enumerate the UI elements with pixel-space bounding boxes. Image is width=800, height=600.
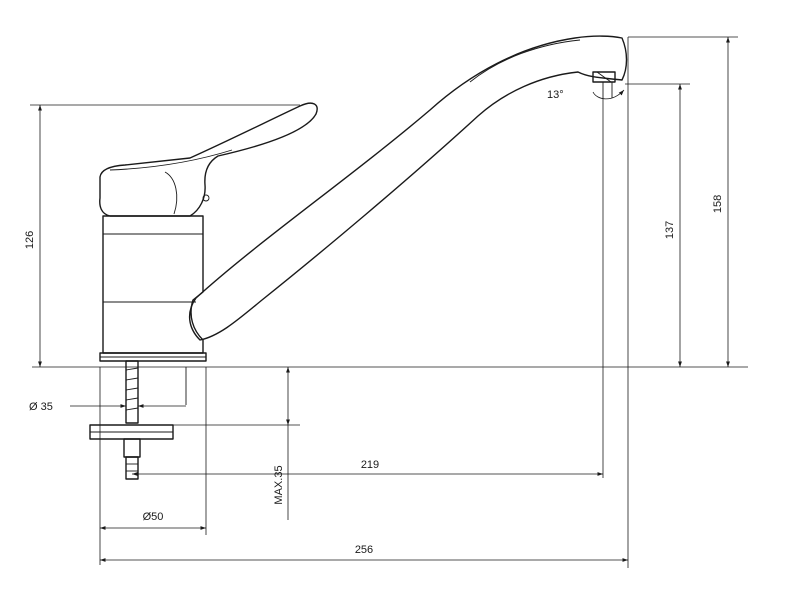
label-hole-diameter: Ø 35 — [29, 401, 53, 413]
faucet-body — [99, 215, 207, 362]
label-body-height: 126 — [24, 231, 36, 249]
dim-spout-reach: 219 — [132, 98, 604, 478]
body-cylinder — [102, 215, 204, 354]
nut — [123, 438, 141, 458]
rod-end — [125, 456, 139, 480]
dim-overall-height: 158 — [628, 36, 738, 367]
dim-outlet-height: 137 — [625, 83, 690, 367]
dim-hole-diameter: Ø 35 — [29, 401, 186, 413]
threaded-rod — [125, 360, 139, 424]
label-overall-height: 158 — [712, 195, 724, 213]
spout — [189, 35, 628, 341]
label-angle: 13° — [547, 89, 564, 101]
mounting-assembly — [89, 360, 174, 480]
dim-max-thickness: MAX.35 — [173, 367, 300, 520]
dim-base-diameter: Ø50 — [99, 367, 207, 565]
label-base-diameter: Ø50 — [143, 511, 164, 523]
dim-overall-length: 256 — [100, 37, 629, 568]
label-max-thickness: MAX.35 — [273, 465, 285, 504]
label-spout-reach: 219 — [361, 459, 379, 471]
aerator — [592, 71, 616, 83]
label-overall-length: 256 — [355, 544, 373, 556]
dim-body-height: 126 — [24, 104, 300, 367]
dim-angle: 13° — [547, 89, 625, 101]
lever-handle — [99, 102, 318, 217]
label-outlet-height: 137 — [664, 221, 676, 239]
